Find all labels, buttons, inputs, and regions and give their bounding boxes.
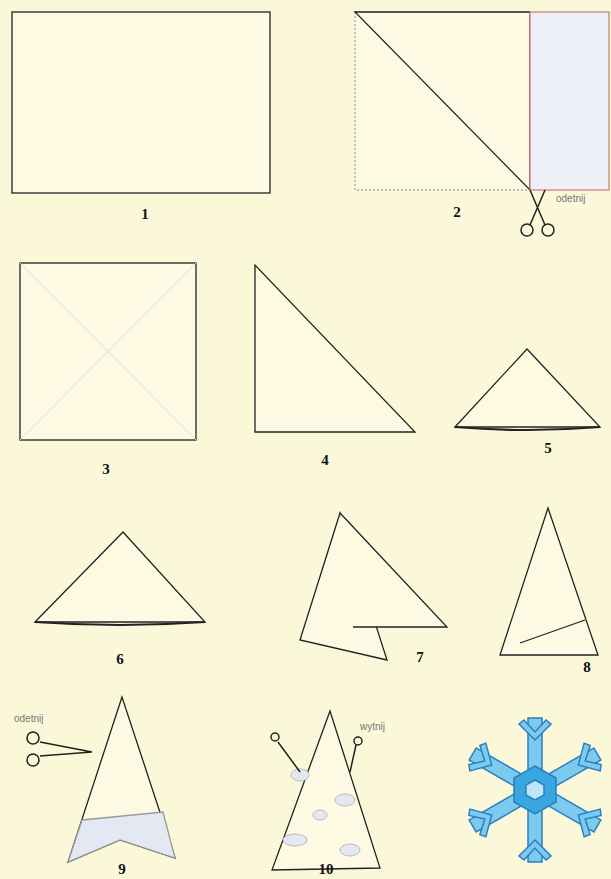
step-number: 2 — [453, 205, 461, 220]
cut-strip — [530, 12, 609, 190]
step-number: 8 — [583, 660, 591, 675]
scissors-icon — [27, 732, 92, 766]
fold-edge — [455, 427, 600, 430]
step-number: 3 — [102, 462, 110, 477]
scissors-icon — [521, 190, 554, 236]
step-number: 4 — [321, 453, 329, 468]
folded-triangle — [35, 532, 205, 622]
fold-edge — [35, 622, 205, 625]
cut-out-shapes — [283, 769, 360, 856]
folded-triangle — [255, 265, 415, 432]
step-number: 1 — [141, 207, 149, 222]
folded-cone — [68, 697, 175, 862]
folded-flap — [340, 513, 447, 627]
step-number: 5 — [544, 441, 552, 456]
step-number: 10 — [319, 862, 334, 877]
folded-cone — [272, 711, 380, 870]
fold-edge — [520, 620, 585, 643]
fold-lines — [20, 263, 196, 440]
folded-cone — [500, 508, 598, 655]
paper-sheet — [12, 12, 270, 193]
step-number: 7 — [416, 650, 424, 665]
snowflake — [465, 718, 606, 862]
cut-instruction: wytnij — [360, 722, 385, 732]
cut-instruction: odetnij — [14, 714, 43, 724]
folded-triangle — [355, 12, 530, 190]
step-number: 9 — [118, 862, 126, 877]
folded-triangle — [455, 349, 600, 427]
paper-square — [355, 12, 530, 190]
cut-off-part — [68, 812, 175, 862]
step-number: 6 — [116, 652, 124, 667]
paper-square — [20, 263, 196, 440]
scissors-icon — [271, 733, 362, 772]
cut-instruction: odetnij — [556, 194, 585, 204]
